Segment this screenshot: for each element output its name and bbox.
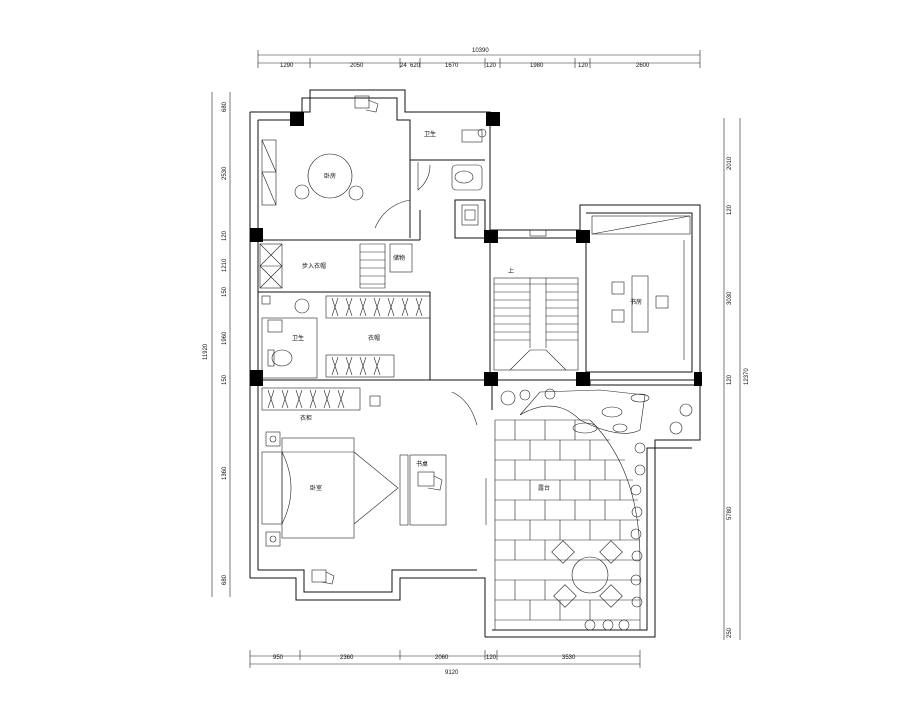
room-label: 储物 (393, 254, 405, 262)
structural-columns (250, 112, 702, 386)
bedroom-north: 卧房 (261, 95, 411, 230)
dim-left-seg: 680 (222, 101, 228, 112)
room-label: 衣柜 (300, 414, 312, 422)
dim-top-seg: 1290 (280, 63, 294, 69)
study: 书房 (591, 215, 691, 360)
dimension-top: 10390 1290 2050 24 620 1670 120 1980 120… (257, 48, 701, 69)
room-label: 卫生 (424, 130, 436, 138)
dim-top-seg: 24 (400, 63, 407, 69)
dimension-right: 12370 2010 120 3030 120 5780 250 (723, 118, 750, 640)
dim-bottom-total: 9120 (445, 670, 459, 676)
dim-left-seg: 2530 (222, 166, 228, 180)
dim-left-seg: 1210 (222, 258, 228, 272)
dim-right-seg: 3030 (727, 291, 733, 305)
room-label: 衣帽 (368, 334, 380, 342)
dim-top-seg: 2600 (636, 63, 650, 69)
dim-left-seg: 120 (222, 230, 228, 241)
room-label: 卫生 (292, 334, 304, 342)
exterior-walls (249, 89, 701, 638)
dim-bottom-seg: 2060 (435, 655, 449, 661)
room-label: 上 (508, 267, 514, 275)
room-label: 书房 (630, 298, 642, 306)
dim-bottom-seg: 950 (273, 655, 284, 661)
terrace: 露台 (485, 388, 693, 631)
dim-right-seg: 120 (727, 374, 733, 385)
room-label: 书桌 (416, 460, 428, 468)
dim-right-seg: 5780 (727, 506, 733, 520)
room-label: 卧房 (324, 172, 336, 180)
room-label: 卧室 (310, 484, 322, 492)
dim-top-seg: 2050 (350, 63, 364, 69)
master-bedroom: 衣柜 卧室 书桌 (261, 387, 478, 585)
bathroom-main: 卫生 (261, 295, 318, 379)
dim-bottom-seg: 3530 (562, 655, 576, 661)
dim-left-seg: 150 (222, 374, 228, 385)
dim-bottom-seg: 2360 (340, 655, 354, 661)
dim-left-seg: 1360 (222, 466, 228, 480)
dim-left-seg: 680 (222, 574, 228, 585)
room-label: 步入衣帽 (302, 262, 326, 270)
walkin-closet: 步入衣帽 储物 (259, 243, 413, 289)
dim-right-total: 12370 (744, 368, 750, 385)
dim-top-seg: 120 (578, 63, 589, 69)
dim-right-seg: 2010 (727, 156, 733, 170)
room-label: 露台 (538, 484, 550, 492)
dim-left-total: 11920 (203, 343, 209, 360)
dim-top-total: 10390 (472, 48, 489, 54)
dim-top-seg: 1670 (445, 63, 459, 69)
dim-left-seg: 150 (222, 286, 228, 297)
dim-right-seg: 120 (727, 204, 733, 215)
dimension-bottom: 9120 950 2360 2060 120 3530 (249, 650, 641, 676)
stair: 上 (493, 229, 579, 371)
dim-top-seg: 1980 (530, 63, 544, 69)
dim-right-seg: 250 (727, 627, 733, 638)
bathroom-north: 卫生 (417, 128, 487, 226)
wardrobe: 衣帽 (325, 295, 431, 378)
dim-top-seg: 120 (486, 63, 497, 69)
dimension-left: 11920 680 2530 120 1210 150 1960 150 136… (203, 92, 231, 597)
dim-bottom-seg: 120 (486, 655, 497, 661)
dim-top-seg: 620 (410, 63, 421, 69)
dim-left-seg: 1960 (222, 331, 228, 345)
